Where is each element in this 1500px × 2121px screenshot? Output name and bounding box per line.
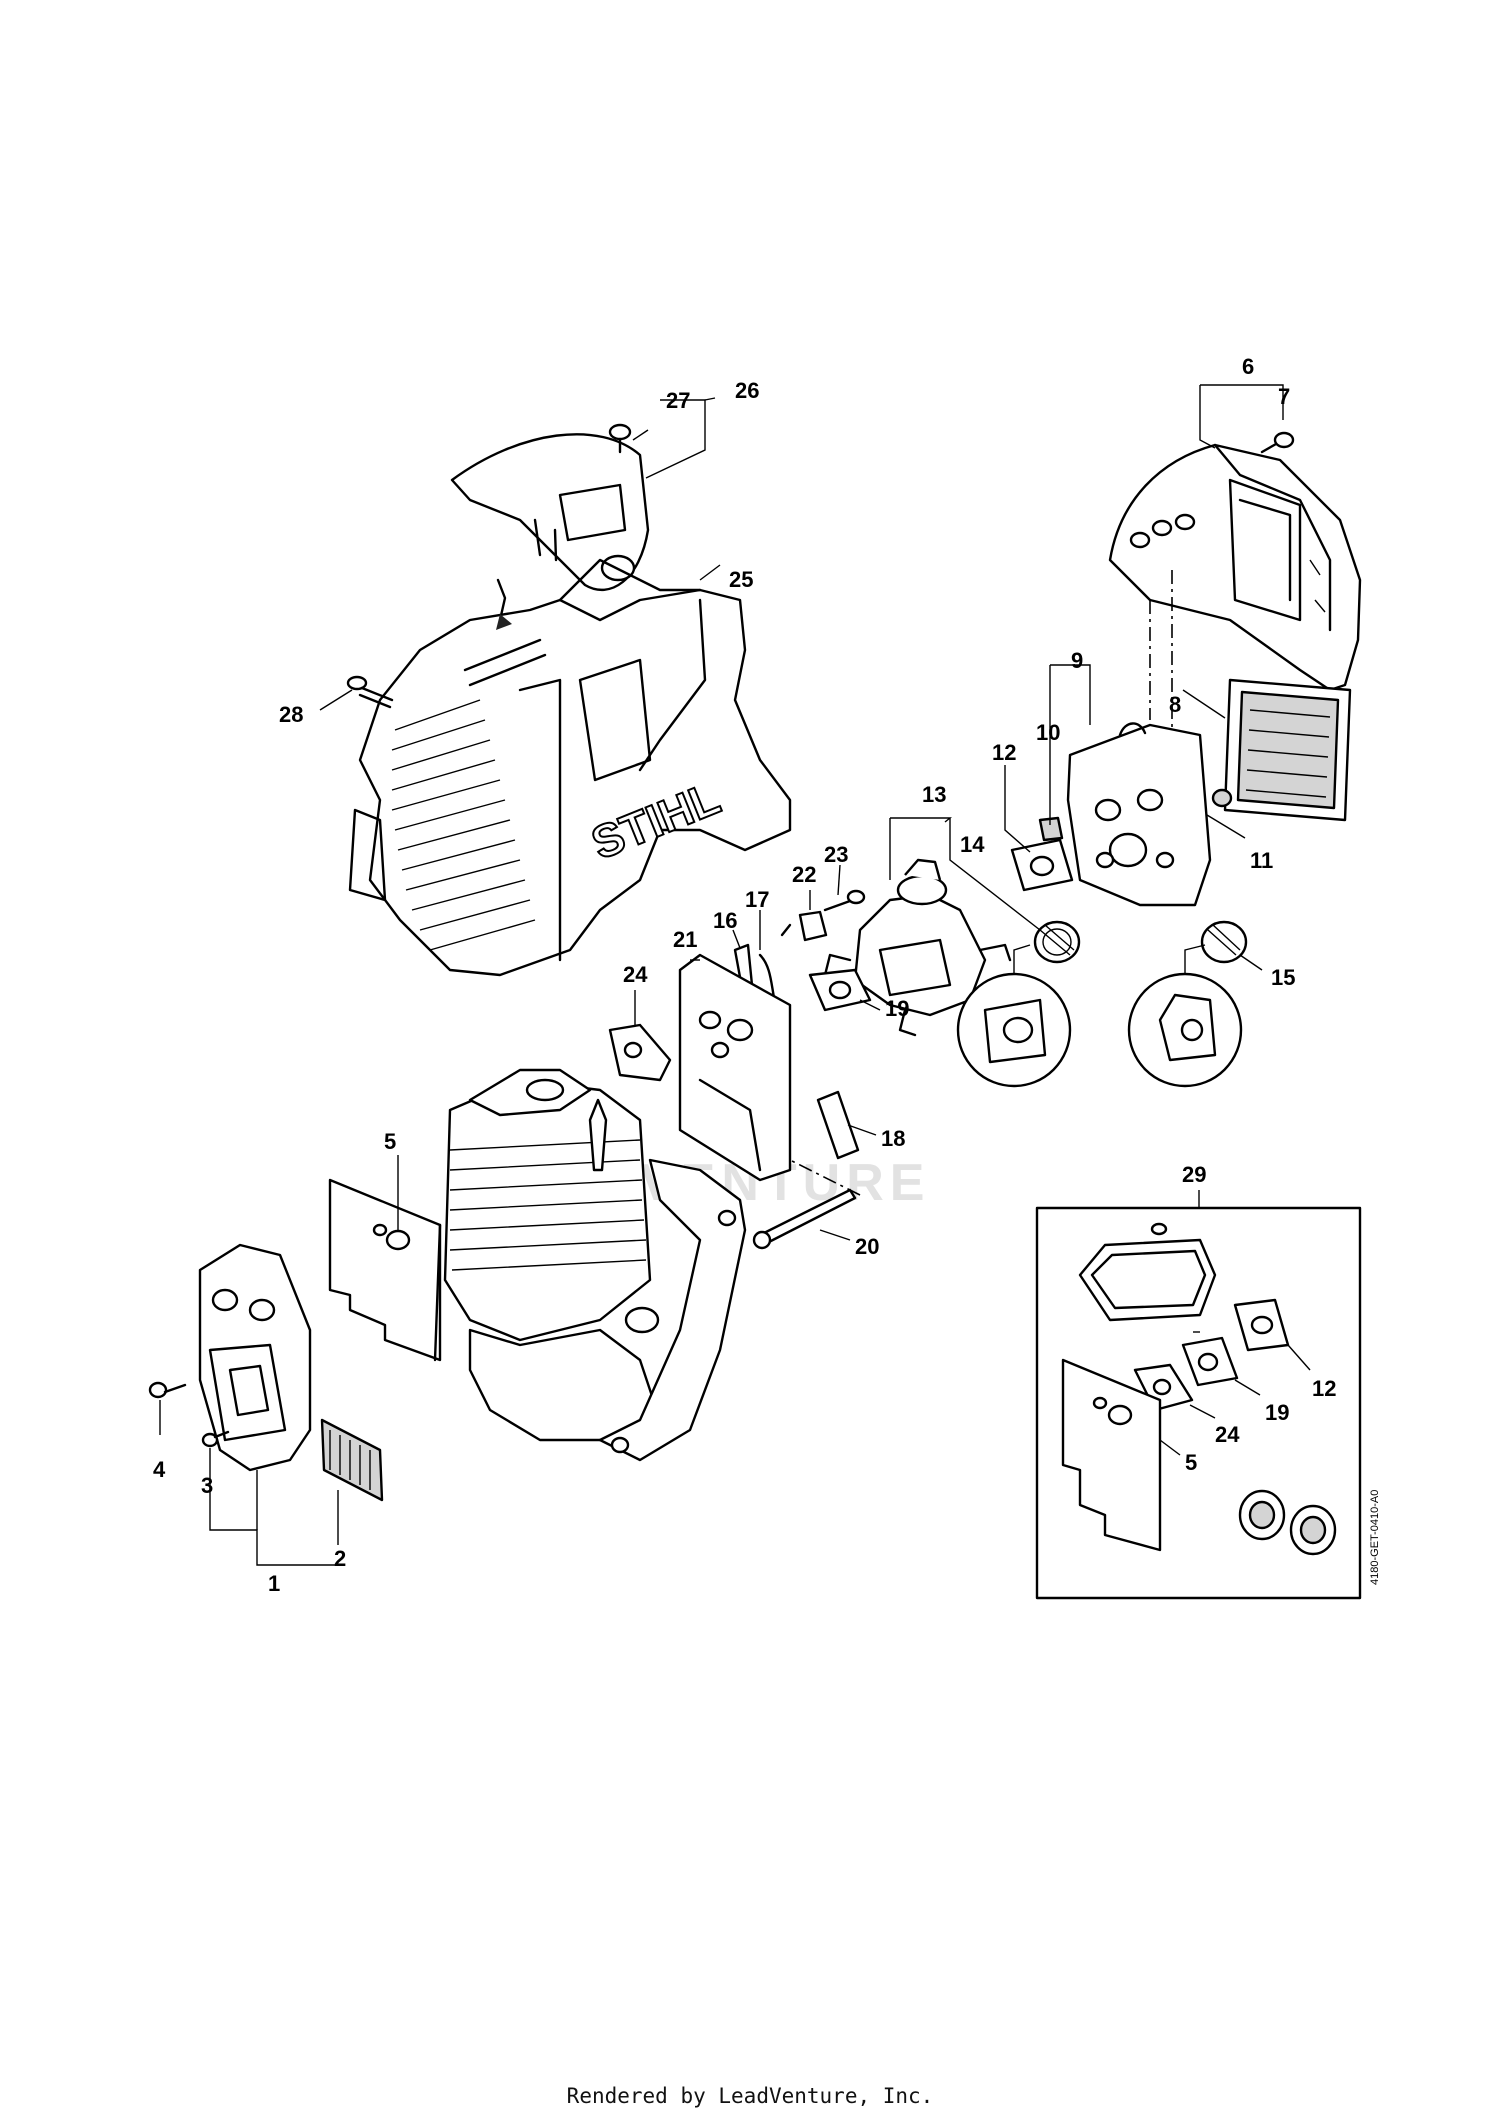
bolt-axis bbox=[789, 1159, 861, 1196]
detail-circle-15 bbox=[1127, 944, 1243, 1088]
label-part-25: 25 bbox=[729, 567, 753, 592]
leader-lines bbox=[159, 384, 1311, 1566]
label-part-14: 14 bbox=[960, 832, 985, 857]
label-part-7: 7 bbox=[1278, 384, 1290, 409]
part-carburetor bbox=[823, 858, 1012, 1037]
label-part-9: 9 bbox=[1071, 648, 1083, 673]
label-part-13: 13 bbox=[922, 782, 946, 807]
part-shroud-screw bbox=[346, 675, 394, 709]
label-kit-29: 29 bbox=[1182, 1162, 1206, 1187]
label-part-1: 1 bbox=[268, 1571, 280, 1596]
footer-credit: Rendered by LeadVenture, Inc. bbox=[566, 2084, 934, 2108]
part-grommet-10 bbox=[1038, 816, 1064, 842]
label-part-11: 11 bbox=[1250, 848, 1273, 873]
part-heat-shield bbox=[328, 1178, 442, 1362]
part-grommet-11 bbox=[1211, 788, 1233, 808]
label-kit-12: 12 bbox=[1312, 1376, 1336, 1401]
part-cap-15 bbox=[1200, 920, 1248, 964]
part-gasket-12 bbox=[1010, 838, 1074, 892]
label-part-12: 12 bbox=[992, 740, 1016, 765]
label-part-3: 3 bbox=[201, 1473, 213, 1498]
part-gasket-19 bbox=[808, 968, 872, 1012]
part-intake-manifold bbox=[678, 953, 792, 1182]
part-tube-18 bbox=[816, 1090, 860, 1160]
label-part-4: 4 bbox=[153, 1457, 166, 1482]
label-part-6: 6 bbox=[1242, 354, 1254, 379]
part-carb-screw bbox=[823, 889, 866, 912]
part-air-filter bbox=[1223, 678, 1352, 822]
kit-box bbox=[1035, 1190, 1362, 1600]
part-gasket-24 bbox=[608, 1023, 672, 1082]
label-part-16: 16 bbox=[713, 908, 737, 933]
label-part-26: 26 bbox=[735, 378, 759, 403]
label-part-23: 23 bbox=[824, 842, 848, 867]
part-cover-screw bbox=[1260, 431, 1295, 454]
label-part-15: 15 bbox=[1271, 965, 1295, 990]
label-part-21: 21 bbox=[673, 927, 697, 952]
drawing-code: 4180-GET-0410-A0 bbox=[1369, 1490, 1381, 1585]
label-kit-5: 5 bbox=[1185, 1450, 1197, 1475]
label-part-2: 2 bbox=[334, 1546, 346, 1571]
part-muffler-screw-4 bbox=[148, 1381, 187, 1399]
part-muffler bbox=[198, 1243, 312, 1472]
label-kit-19: 19 bbox=[1265, 1400, 1289, 1425]
label-part-24: 24 bbox=[623, 962, 648, 987]
label-part-8: 8 bbox=[1169, 692, 1181, 717]
label-part-20: 20 bbox=[855, 1234, 879, 1259]
part-crankcase-frame bbox=[598, 1158, 747, 1462]
label-part-28: 28 bbox=[279, 702, 303, 727]
label-part-19: 19 bbox=[885, 996, 909, 1021]
label-part-10: 10 bbox=[1036, 720, 1060, 745]
part-filter-base bbox=[1066, 722, 1212, 907]
part-clip-22 bbox=[798, 910, 828, 942]
part-engine-cylinder bbox=[443, 1068, 662, 1442]
clip-tail bbox=[780, 923, 792, 937]
label-part-5: 5 bbox=[384, 1129, 396, 1154]
direction-arrow bbox=[496, 614, 512, 630]
detail-circle-14 bbox=[956, 944, 1072, 1088]
part-top-cover-lid bbox=[450, 433, 650, 591]
part-bolt-20 bbox=[752, 1188, 857, 1250]
part-air-filter-cover bbox=[1108, 443, 1362, 692]
part-muffler-screw-3 bbox=[201, 1430, 230, 1448]
label-part-22: 22 bbox=[792, 862, 816, 887]
part-cap-14 bbox=[1033, 920, 1081, 964]
label-part-27: 27 bbox=[666, 388, 690, 413]
label-part-17: 17 bbox=[745, 887, 769, 912]
part-spark-screen bbox=[320, 1418, 384, 1502]
part-lid-screw bbox=[608, 423, 632, 454]
label-kit-24: 24 bbox=[1215, 1422, 1240, 1447]
part-labels: 1 2 3 4 5 6 7 8 9 10 11 12 13 14 15 16 1… bbox=[153, 354, 1336, 1596]
label-part-18: 18 bbox=[881, 1126, 905, 1151]
